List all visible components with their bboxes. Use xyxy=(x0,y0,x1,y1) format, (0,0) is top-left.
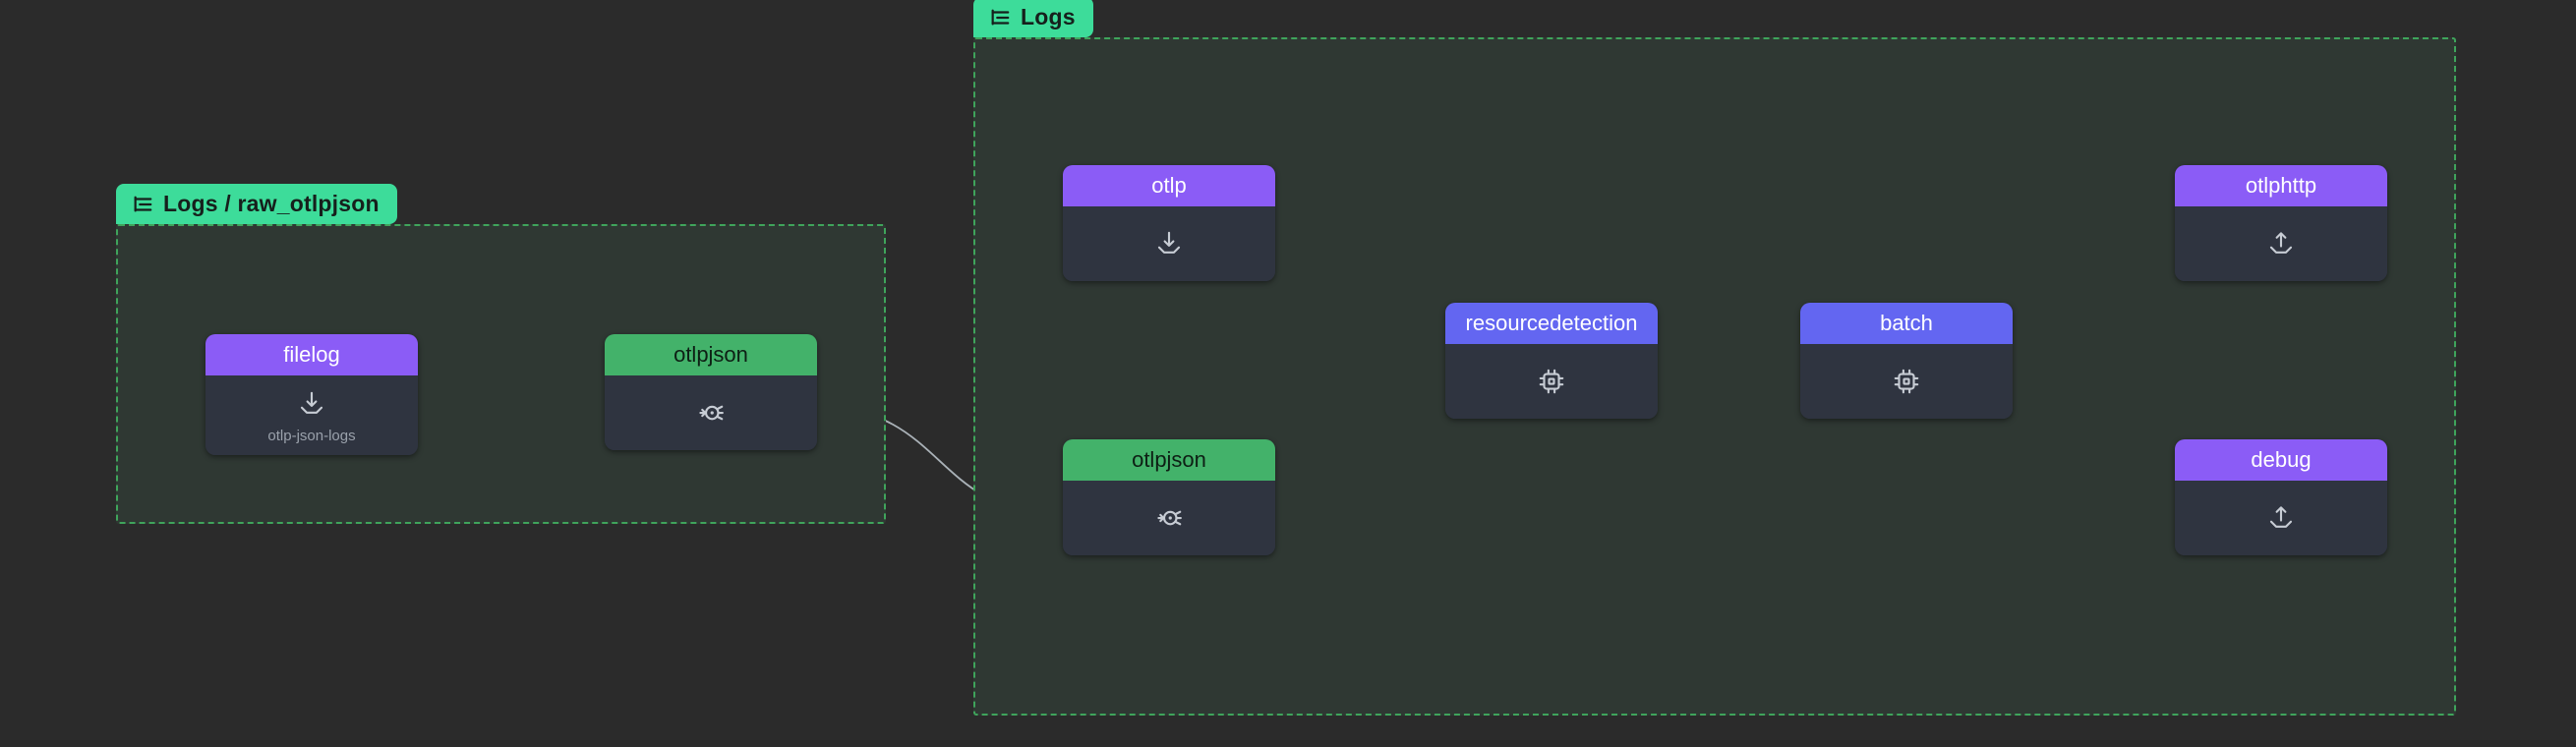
node-otlpjson-left-body xyxy=(605,375,817,450)
node-otlphttp-title: otlphttp xyxy=(2245,173,2317,198)
node-otlpjson-left-header: otlpjson xyxy=(605,334,817,375)
node-otlpjson-right-body xyxy=(1063,481,1275,555)
node-batch-header: batch xyxy=(1800,303,2013,344)
node-otlpjson-right-header: otlpjson xyxy=(1063,439,1275,481)
group-raw-otlpjson-label: Logs / raw_otlpjson xyxy=(163,191,380,216)
node-otlp-title: otlp xyxy=(1151,173,1187,198)
connector-hub-icon xyxy=(1157,510,1182,526)
node-debug-title: debug xyxy=(2251,447,2312,472)
upload-tray-icon xyxy=(2269,232,2293,254)
node-otlp-body xyxy=(1063,206,1275,281)
cpu-chip-icon xyxy=(1539,369,1564,394)
node-filelog-title: filelog xyxy=(283,342,340,367)
group-logs-label: Logs xyxy=(1021,4,1076,29)
node-otlphttp-body xyxy=(2175,206,2387,281)
list-tree-icon xyxy=(991,9,1010,26)
download-tray-icon xyxy=(300,391,323,414)
node-otlphttp-header: otlphttp xyxy=(2175,165,2387,206)
node-resourcedetection-body xyxy=(1445,344,1658,419)
node-otlpjson-left-title: otlpjson xyxy=(673,342,748,367)
node-resourcedetection-title: resourcedetection xyxy=(1465,311,1638,335)
node-filelog-header: filelog xyxy=(205,334,418,375)
group-raw-otlpjson[interactable]: Logs / raw_otlpjson xyxy=(116,184,886,524)
node-debug-header: debug xyxy=(2175,439,2387,481)
node-otlphttp[interactable]: otlphttp xyxy=(2175,165,2387,281)
node-batch-title: batch xyxy=(1880,311,1933,335)
node-otlp-header: otlp xyxy=(1063,165,1275,206)
node-filelog-body: otlp-json-logs xyxy=(205,375,418,455)
node-resourcedetection[interactable]: resourcedetection xyxy=(1445,303,1658,419)
list-tree-icon xyxy=(134,196,152,212)
node-debug[interactable]: debug xyxy=(2175,439,2387,555)
node-otlpjson-right[interactable]: otlpjson xyxy=(1063,439,1275,555)
node-resourcedetection-header: resourcedetection xyxy=(1445,303,1658,344)
node-batch-body xyxy=(1800,344,2013,419)
node-otlp[interactable]: otlp xyxy=(1063,165,1275,281)
download-tray-icon xyxy=(1157,231,1181,254)
group-raw-otlpjson-badge[interactable]: Logs / raw_otlpjson xyxy=(116,184,397,224)
group-logs-badge[interactable]: Logs xyxy=(973,0,1093,37)
node-filelog[interactable]: filelog otlp-json-logs xyxy=(205,334,418,455)
upload-tray-icon xyxy=(2269,506,2293,528)
connector-hub-icon xyxy=(699,405,724,421)
node-otlpjson-right-title: otlpjson xyxy=(1132,447,1206,472)
group-logs[interactable]: Logs xyxy=(973,0,2456,716)
node-batch[interactable]: batch xyxy=(1800,303,2013,419)
node-filelog-subtitle: otlp-json-logs xyxy=(267,428,356,444)
node-debug-body xyxy=(2175,481,2387,555)
node-otlpjson-left[interactable]: otlpjson xyxy=(605,334,817,450)
cpu-chip-icon xyxy=(1894,369,1919,394)
